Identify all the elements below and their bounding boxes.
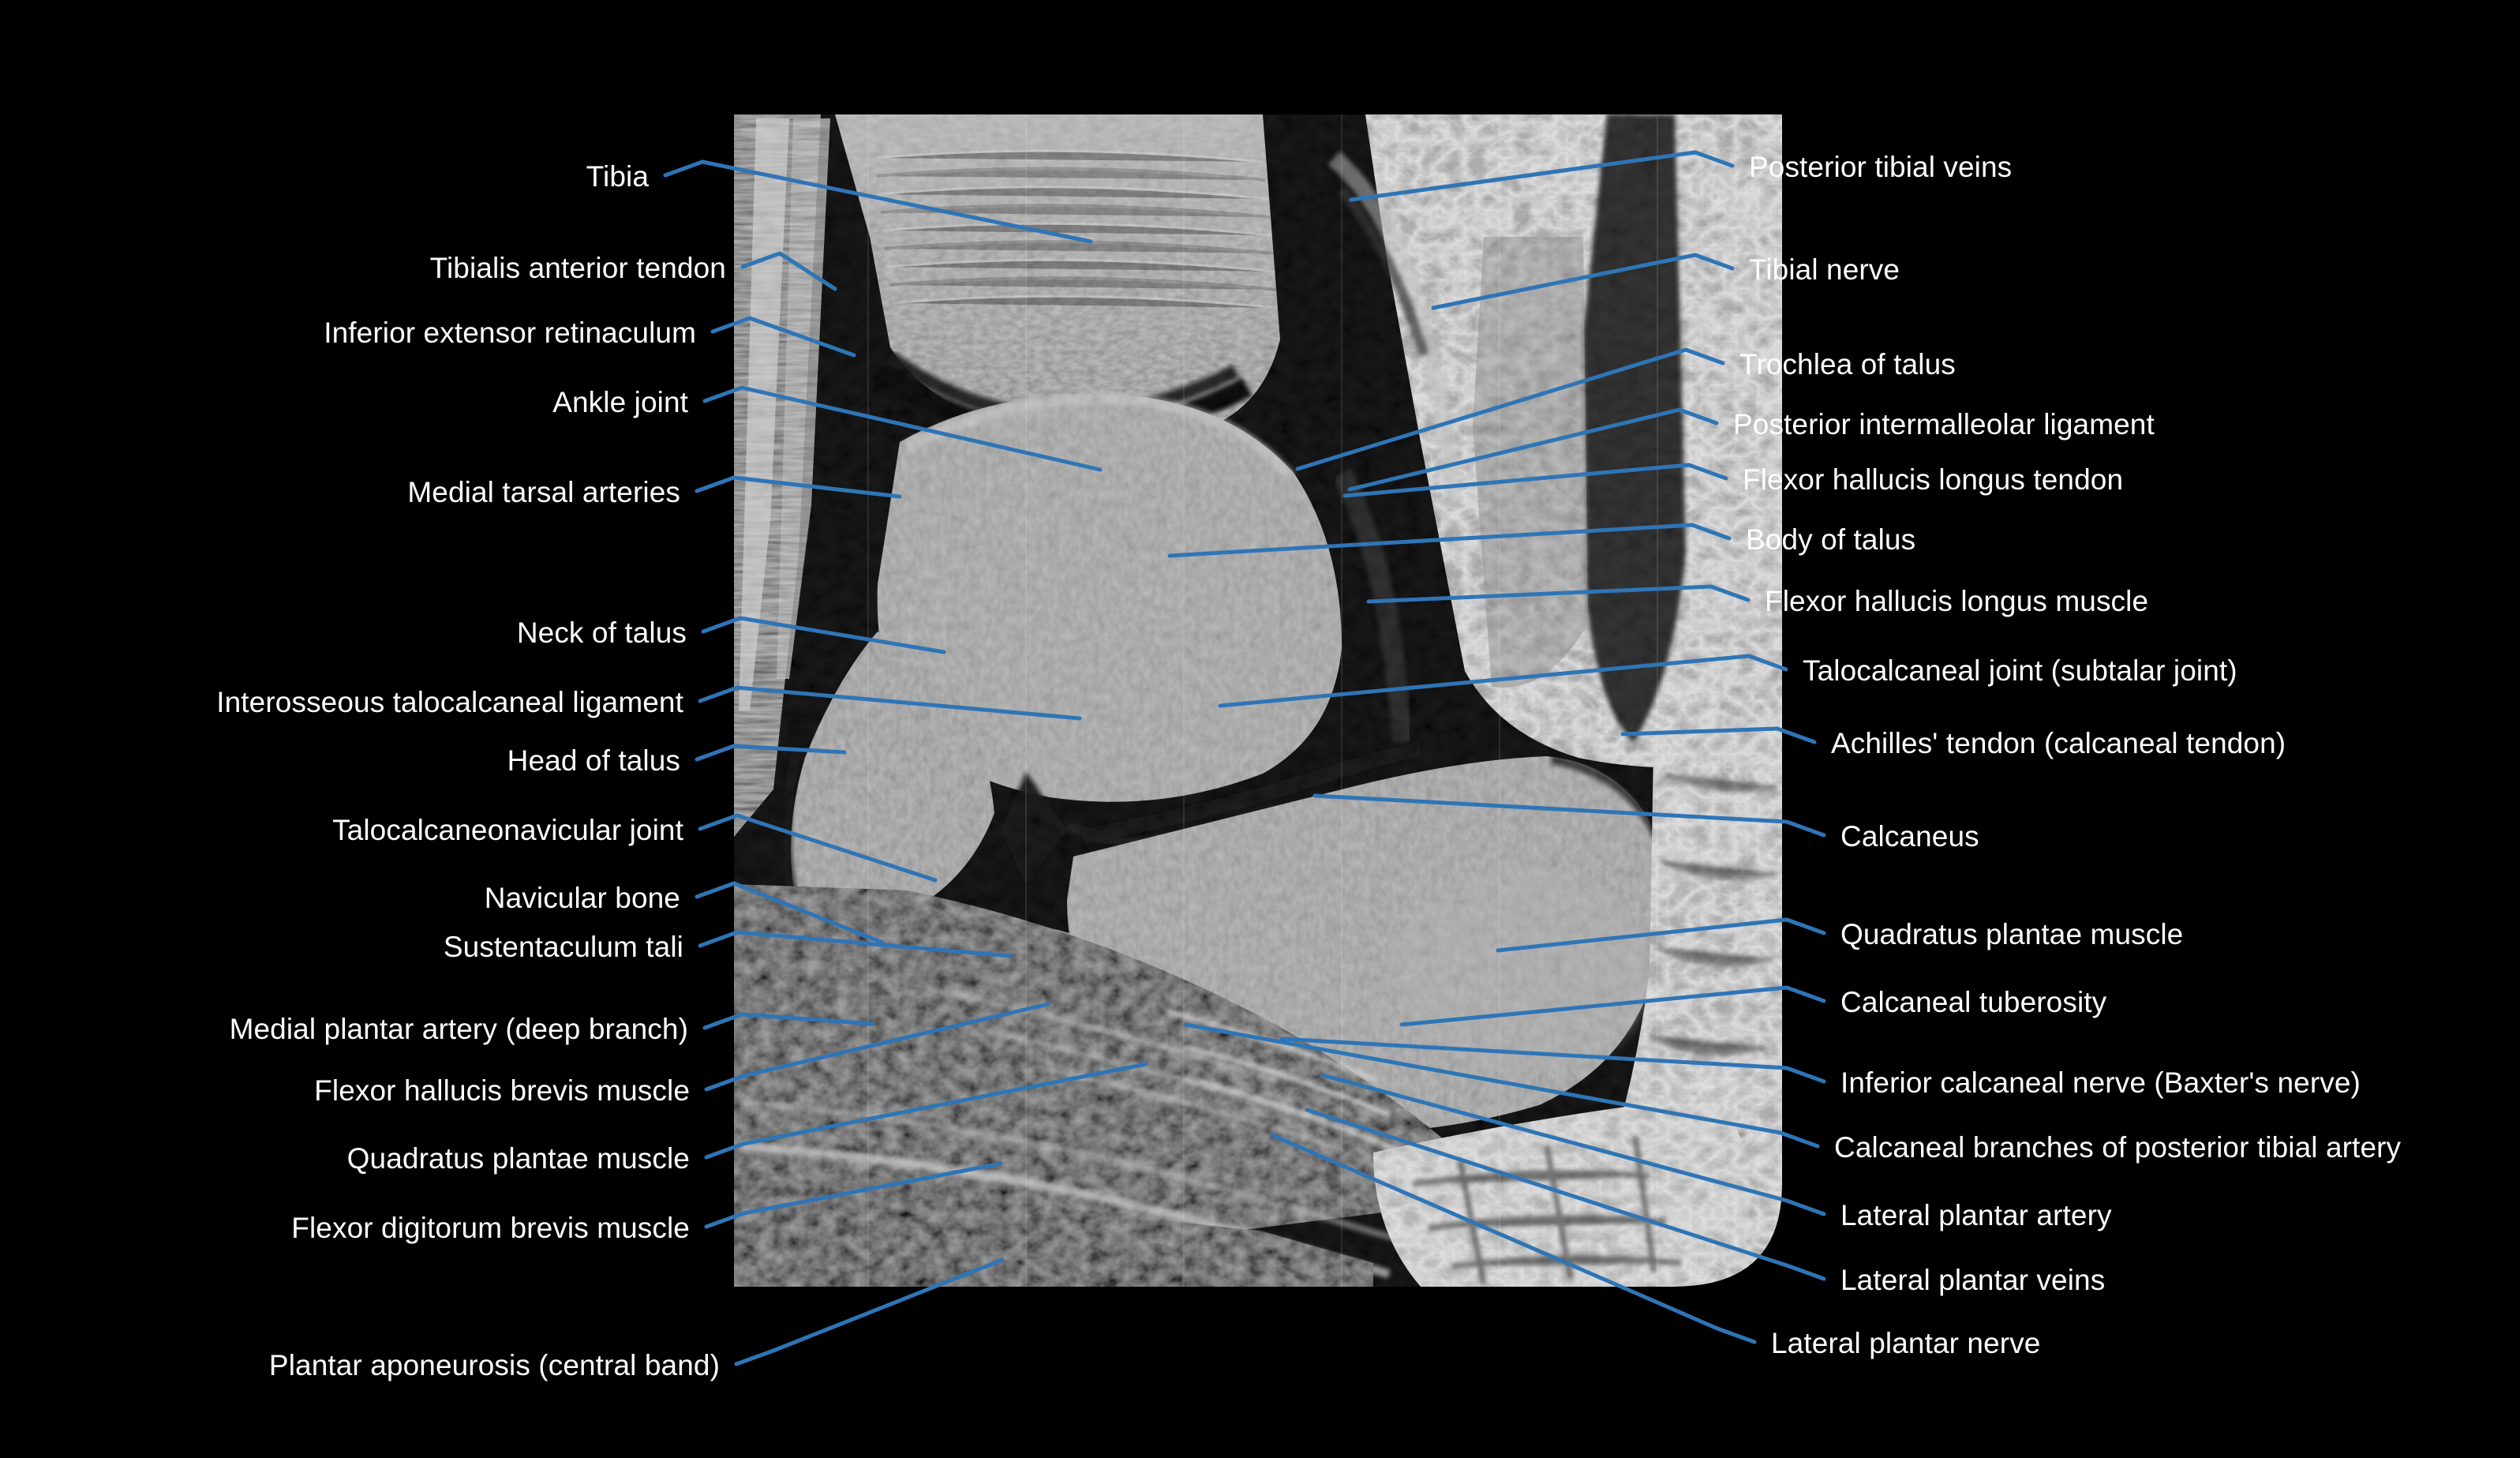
label-posterior-tibial-veins: Posterior tibial veins [1749,151,2013,183]
label-quadratus-plantae-muscle-left: Quadratus plantae muscle [346,1142,690,1175]
label-neck-of-talus: Neck of talus [516,617,687,649]
label-lateral-plantar-artery: Lateral plantar artery [1840,1199,2112,1231]
label-calcaneal-tuberosity: Calcaneal tuberosity [1840,986,2107,1018]
label-interosseous-talocalcaneal-ligament: Interosseous talocalcaneal ligament [216,686,683,718]
label-posterior-intermalleolar-ligament: Posterior intermalleolar ligament [1733,408,2155,440]
label-body-of-talus: Body of talus [1746,523,1916,556]
label-medial-tarsal-arteries: Medial tarsal arteries [407,476,680,508]
label-calcaneal-branches-posterior-tibial-artery: Calcaneal branches of posterior tibial a… [1834,1131,2402,1164]
label-talocalcaneal-joint: Talocalcaneal joint (subtalar joint) [1803,654,2237,687]
label-quadratus-plantae-muscle-right: Quadratus plantae muscle [1840,918,2184,950]
label-sustentaculum-tali: Sustentaculum tali [443,931,683,963]
label-trochlea-of-talus: Trochlea of talus [1739,348,1956,380]
label-flexor-hallucis-longus-muscle: Flexor hallucis longus muscle [1765,585,2149,617]
label-calcaneus: Calcaneus [1840,820,1979,853]
label-flexor-hallucis-longus-tendon: Flexor hallucis longus tendon [1743,463,2124,496]
label-flexor-hallucis-brevis-muscle: Flexor hallucis brevis muscle [314,1074,690,1107]
label-achilles-tendon: Achilles' tendon (calcaneal tendon) [1831,727,2286,759]
label-flexor-digitorum-brevis-muscle: Flexor digitorum brevis muscle [291,1212,690,1244]
label-tibialis-anterior-tendon: Tibialis anterior tendon [429,252,726,284]
label-lateral-plantar-nerve: Lateral plantar nerve [1771,1327,2041,1359]
label-head-of-talus: Head of talus [507,744,680,777]
label-talocalcaneonavicular-joint: Talocalcaneonavicular joint [332,814,683,846]
label-plantar-aponeurosis-central-band: Plantar aponeurosis (central band) [268,1349,720,1381]
label-inferior-calcaneal-nerve: Inferior calcaneal nerve (Baxter's nerve… [1840,1066,2361,1099]
label-tibial-nerve: Tibial nerve [1749,253,1900,286]
label-ankle-joint: Ankle joint [552,386,688,418]
label-lateral-plantar-veins: Lateral plantar veins [1840,1264,2106,1296]
label-navicular-bone: Navicular bone [484,882,680,914]
label-tibia: Tibia [586,160,649,193]
label-medial-plantar-artery-deep-branch: Medial plantar artery (deep branch) [229,1013,688,1045]
label-inferior-extensor-retinaculum: Inferior extensor retinaculum [324,317,696,349]
